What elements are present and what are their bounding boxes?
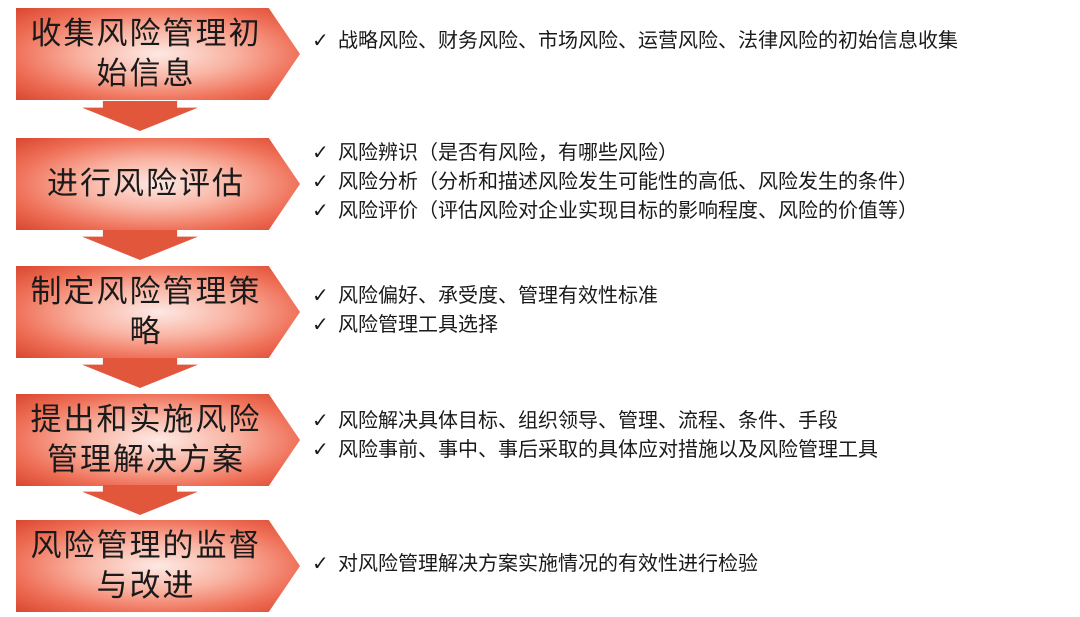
down-arrow-icon xyxy=(82,358,198,388)
down-arrow-icon xyxy=(82,230,198,260)
detail-text: 风险偏好、承受度、管理有效性标准 xyxy=(338,283,658,307)
check-icon: ✓ xyxy=(312,283,329,307)
detail-text: 风险解决具体目标、组织领导、管理、流程、条件、手段 xyxy=(338,408,838,432)
check-icon: ✓ xyxy=(312,198,329,222)
step-5-label: 风险管理的监督与改进 xyxy=(30,528,262,604)
step-1-details: ✓ 战略风险、财务风险、市场风险、运营风险、法律风险的初始信息收集 xyxy=(312,27,1072,53)
down-arrow-icon xyxy=(82,485,198,515)
check-icon: ✓ xyxy=(312,408,329,432)
step-5-chevron: 风险管理的监督与改进 xyxy=(16,520,300,612)
detail-text: 风险辨识（是否有风险，有哪些风险） xyxy=(338,140,678,164)
step-4-label: 提出和实施风险管理解决方案 xyxy=(30,402,262,478)
step-3-chevron: 制定风险管理策略 xyxy=(16,266,300,358)
step-4-chevron: 提出和实施风险管理解决方案 xyxy=(16,394,300,486)
detail-text: 风险评价（评估风险对企业实现目标的影响程度、风险的价值等） xyxy=(338,198,918,222)
step-2-label: 进行风险评估 xyxy=(47,166,245,202)
detail-item: ✓ 风险偏好、承受度、管理有效性标准 xyxy=(312,282,1072,308)
detail-text: 风险分析（分析和描述风险发生可能性的高低、风险发生的条件） xyxy=(338,169,918,193)
detail-item: ✓ 风险事前、事中、事后采取的具体应对措施以及风险管理工具 xyxy=(312,436,1072,462)
detail-item: ✓ 风险解决具体目标、组织领导、管理、流程、条件、手段 xyxy=(312,407,1072,433)
detail-item: ✓ 对风险管理解决方案实施情况的有效性进行检验 xyxy=(312,550,1072,576)
detail-item: ✓ 风险评价（评估风险对企业实现目标的影响程度、风险的价值等） xyxy=(312,197,1072,223)
detail-item: ✓ 战略风险、财务风险、市场风险、运营风险、法律风险的初始信息收集 xyxy=(312,27,1072,53)
step-3-label: 制定风险管理策略 xyxy=(30,274,262,350)
check-icon: ✓ xyxy=(312,312,329,336)
detail-text: 风险事前、事中、事后采取的具体应对措施以及风险管理工具 xyxy=(338,437,878,461)
detail-text: 战略风险、财务风险、市场风险、运营风险、法律风险的初始信息收集 xyxy=(338,28,958,52)
step-2-chevron: 进行风险评估 xyxy=(16,138,300,230)
check-icon: ✓ xyxy=(312,437,329,461)
detail-text: 对风险管理解决方案实施情况的有效性进行检验 xyxy=(338,551,758,575)
detail-item: ✓ 风险管理工具选择 xyxy=(312,311,1072,337)
check-icon: ✓ xyxy=(312,551,329,575)
step-3-details: ✓ 风险偏好、承受度、管理有效性标准 ✓ 风险管理工具选择 xyxy=(312,282,1072,337)
check-icon: ✓ xyxy=(312,169,329,193)
check-icon: ✓ xyxy=(312,140,329,164)
down-arrow-icon xyxy=(82,101,198,131)
check-icon: ✓ xyxy=(312,28,329,52)
step-5-details: ✓ 对风险管理解决方案实施情况的有效性进行检验 xyxy=(312,550,1072,576)
step-1-label: 收集风险管理初始信息 xyxy=(30,16,262,92)
detail-item: ✓ 风险分析（分析和描述风险发生可能性的高低、风险发生的条件） xyxy=(312,168,1072,194)
step-2-details: ✓ 风险辨识（是否有风险，有哪些风险） ✓ 风险分析（分析和描述风险发生可能性的… xyxy=(312,139,1072,223)
detail-item: ✓ 风险辨识（是否有风险，有哪些风险） xyxy=(312,139,1072,165)
step-1-chevron: 收集风险管理初始信息 xyxy=(16,8,300,100)
step-4-details: ✓ 风险解决具体目标、组织领导、管理、流程、条件、手段 ✓ 风险事前、事中、事后… xyxy=(312,407,1072,462)
detail-text: 风险管理工具选择 xyxy=(338,312,498,336)
